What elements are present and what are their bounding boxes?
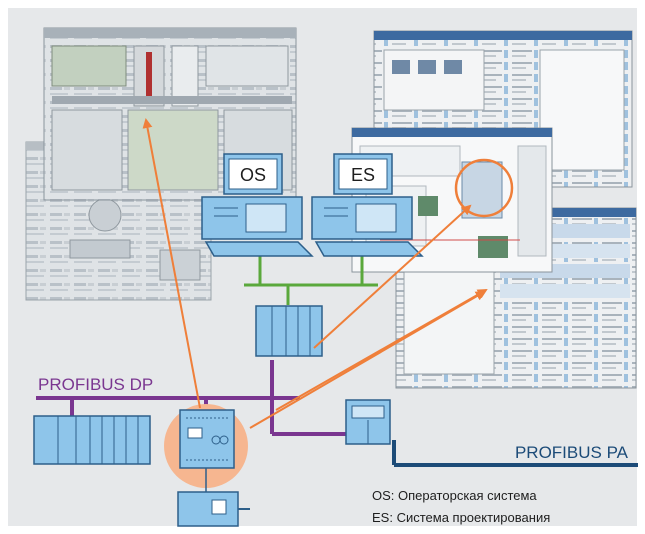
io-module-icon	[345, 399, 391, 445]
monitor-icon	[223, 153, 283, 195]
plc-rack-icon	[255, 305, 323, 357]
profibus-pa-label: PROFIBUS PA	[515, 443, 629, 462]
legend-os: OS: Операторская система	[372, 488, 537, 503]
keyboard-icon	[204, 241, 314, 257]
io-module-icon	[33, 415, 151, 465]
screenshot-thumbnail	[43, 27, 297, 201]
profibus-dp-label: PROFIBUS DP	[38, 375, 153, 394]
workstation-icon	[201, 196, 303, 240]
monitor-icon	[333, 153, 393, 195]
os-label: OS	[240, 165, 266, 185]
industrial-ethernet-bus	[244, 254, 378, 305]
es-station: ES	[311, 153, 424, 257]
profibus-pa-bus	[392, 440, 638, 467]
es-label: ES	[351, 165, 375, 185]
motor-icon	[177, 468, 250, 527]
highlight-circle	[454, 158, 514, 218]
os-station: OS	[201, 153, 314, 257]
io-module-icon	[179, 409, 235, 469]
diagnostic-arrows	[142, 118, 488, 429]
workstation-icon	[311, 196, 413, 240]
keyboard-icon	[314, 241, 424, 257]
legend-es: ES: Система проектирования	[372, 510, 550, 525]
